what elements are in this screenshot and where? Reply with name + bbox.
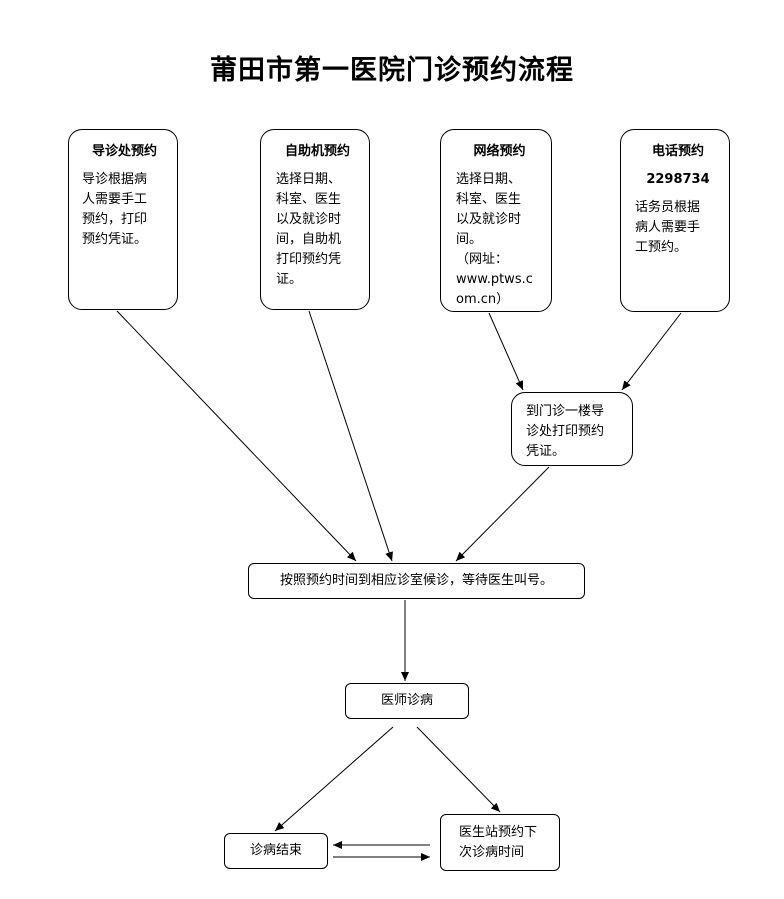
guide-desk-booking-title: 导诊处预约 [91,144,157,159]
diagnosis-end-box: 诊病结束 [224,833,328,869]
print-voucher-box: 到门诊一楼导 诊处打印预约 凭证。 [511,392,633,466]
wait-for-call-text: 按照预约时间到相应诊室候诊，等待医生叫号。 [279,573,553,588]
guide-desk-booking-box: 导诊处预约 导诊根据病 人需要手工 预约，打印 预约凭证。 [68,129,178,310]
page-title: 莆田市第一医院门诊预约流程 [210,55,574,86]
phone-booking-box: 电话预约 2298734 话务员根据 病人需要手 工预约。 [620,129,730,312]
guide-desk-booking-text: 导诊根据病 人需要手工 预约，打印 预约凭证。 [82,172,148,247]
arrow-online-to-print [488,312,524,391]
phone-booking-number: 2298734 [646,172,710,187]
print-voucher-text: 到门诊一楼导 诊处打印预约 凭证。 [526,404,605,459]
kiosk-booking-text: 选择日期、 科室、医生 以及就诊时 间，自助机 打印预约凭 证。 [276,172,342,287]
arrow-diagnosis-to-next [416,726,501,813]
wait-for-call-box: 按照预约时间到相应诊室候诊，等待医生叫号。 [248,563,585,599]
arrow-kiosk-to-wait [308,310,393,562]
online-booking-title: 网络预约 [473,144,526,159]
doctor-diagnosis-text: 医师诊病 [380,693,433,708]
arrow-print-to-wait [455,466,550,562]
diagnosis-end-text: 诊病结束 [249,843,302,858]
next-appointment-text: 医生站预约下 次诊病时间 [459,825,538,860]
arrow-guide-desk-to-wait [116,310,357,562]
phone-booking-title: 电话预约 [651,144,704,159]
arrow-phone-to-print [621,312,682,391]
arrow-diagnosis-to-end [274,726,394,832]
phone-booking-text: 话务员根据 病人需要手 工预约。 [635,200,701,255]
kiosk-booking-title: 自助机预约 [284,144,350,159]
doctor-diagnosis-box: 医师诊病 [345,683,469,719]
online-booking-text: 选择日期、 科室、医生 以及就诊时 间。 （网址： www.ptws.c om.… [456,172,533,307]
kiosk-booking-box: 自助机预约 选择日期、 科室、医生 以及就诊时 间，自助机 打印预约凭 证。 [260,129,370,310]
next-appointment-box: 医生站预约下 次诊病时间 [440,814,560,871]
online-booking-box: 网络预约 选择日期、 科室、医生 以及就诊时 间。 （网址： www.ptws.… [440,129,552,312]
